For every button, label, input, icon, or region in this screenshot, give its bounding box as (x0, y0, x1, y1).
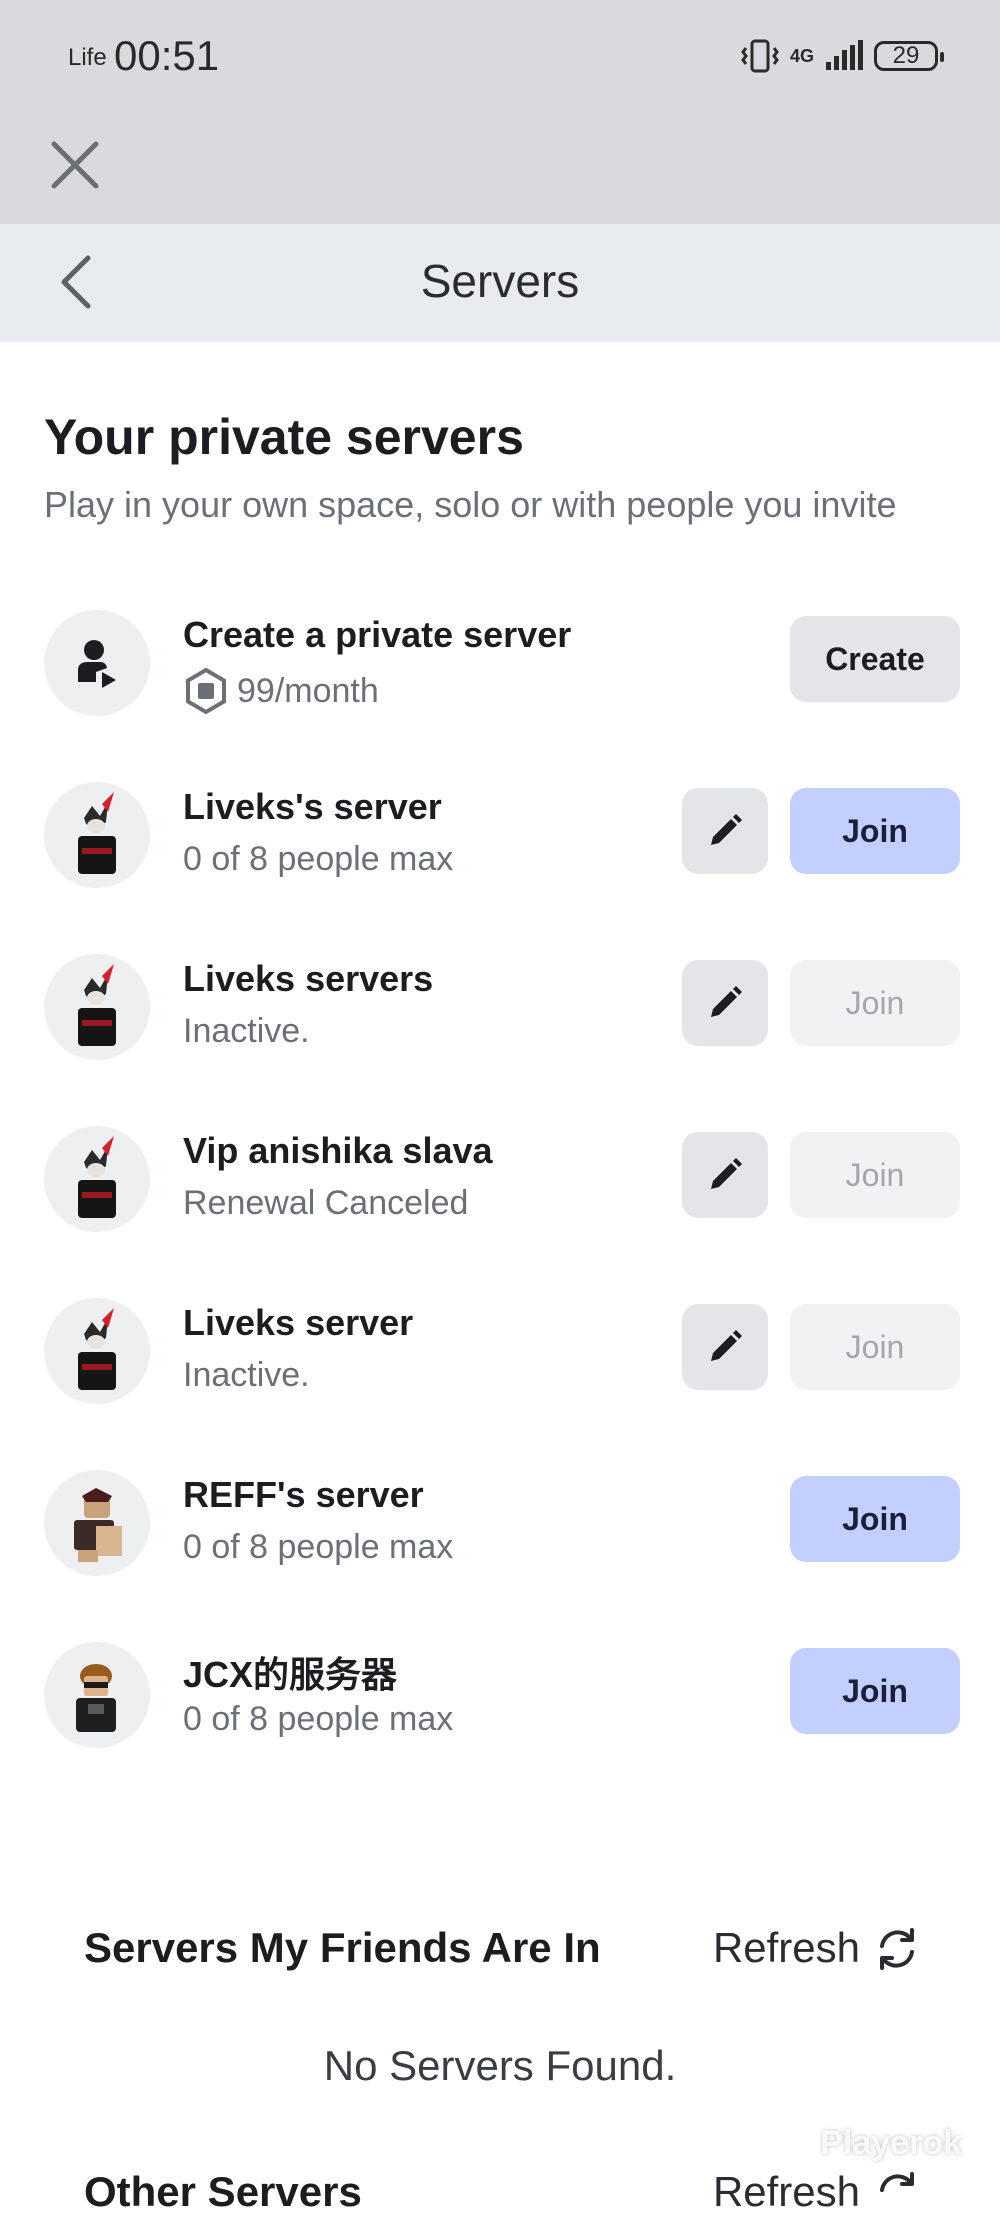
server-name: REFF's server (183, 1474, 424, 1515)
server-avatar (44, 1470, 150, 1576)
server-name: JCX的服务器 (183, 1654, 398, 1695)
join-button[interactable]: Join (790, 960, 960, 1046)
private-servers-heading: Your private servers (44, 409, 524, 465)
server-name: Liveks server (183, 1302, 414, 1343)
server-avatar (44, 1298, 150, 1404)
server-row: Liveks servers Inactive. Join (0, 948, 1000, 1068)
no-servers-message: No Servers Found. (323, 2042, 677, 2089)
refresh-icon[interactable] (874, 2170, 920, 2216)
pencil-icon (711, 1158, 742, 1189)
server-avatar (44, 954, 150, 1060)
join-button[interactable]: Join (790, 1132, 960, 1218)
nav-bar: Servers (0, 224, 1000, 342)
other-refresh-button[interactable]: Refresh (712, 2168, 860, 2215)
server-status: Renewal Canceled (183, 1184, 469, 1222)
server-status: Inactive. (183, 1012, 310, 1050)
avatar-image (76, 1664, 116, 1732)
back-arrow-icon[interactable] (50, 252, 110, 312)
page-title: Servers (420, 255, 580, 307)
system-icons: 4G 29 (740, 38, 944, 74)
create-server-price: 99/month (183, 668, 379, 714)
network-type-label: 4G (789, 45, 814, 66)
avatar-image (78, 1308, 116, 1390)
server-status: 0 of 8 people max (183, 1700, 454, 1738)
close-icon[interactable] (48, 138, 102, 192)
edit-server-button[interactable] (682, 960, 768, 1046)
edit-server-button[interactable] (682, 788, 768, 874)
status-clock: 00:51 (114, 32, 220, 79)
edit-server-button[interactable] (682, 1132, 768, 1218)
robux-icon (186, 668, 226, 714)
join-button[interactable]: Join (790, 1476, 960, 1562)
server-avatar (44, 1642, 150, 1748)
pencil-icon (711, 1330, 742, 1361)
server-avatar (44, 1126, 150, 1232)
server-row: Liveks server Inactive. Join (0, 1292, 1000, 1412)
watermark-logo: Playerok (820, 2124, 962, 2162)
vibrate-icon (741, 39, 779, 73)
refresh-icon[interactable] (874, 1926, 920, 1972)
status-bar: Life 00:51 4G 29 (0, 0, 1000, 224)
pencil-icon (711, 986, 742, 1017)
server-status: 0 of 8 people max (183, 840, 454, 878)
avatar-image (78, 964, 116, 1046)
create-server-avatar (44, 610, 150, 716)
join-button[interactable]: Join (790, 1648, 960, 1734)
friends-refresh-button[interactable]: Refresh (712, 1924, 860, 1971)
battery-level: 29 (892, 42, 920, 69)
private-servers-subtitle: Play in your own space, solo or with peo… (44, 484, 897, 525)
battery-icon: 29 (874, 41, 944, 71)
server-avatar (44, 782, 150, 888)
server-status: Inactive. (183, 1356, 310, 1394)
server-row: REFF's server 0 of 8 people max Join (0, 1464, 1000, 1584)
server-row: Vip anishika slava Renewal Canceled Join (0, 1120, 1000, 1240)
carrier-label: Life (68, 44, 107, 71)
avatar-image (78, 1136, 116, 1218)
create-server-row: Create a private server 99/month Create (0, 604, 1000, 724)
signal-icon (826, 40, 863, 70)
price-value: 99/month (237, 671, 379, 710)
pencil-icon (711, 814, 742, 845)
server-row: JCX的服务器 0 of 8 people max Join (0, 1636, 1000, 1756)
avatar-image (74, 1488, 122, 1562)
server-status: 0 of 8 people max (183, 1528, 454, 1566)
server-name: Vip anishika slava (183, 1130, 493, 1171)
person-play-icon (78, 640, 116, 688)
other-servers-heading: Other Servers (84, 2168, 362, 2215)
friends-servers-heading: Servers My Friends Are In (84, 1924, 601, 1971)
join-button[interactable]: Join (790, 1304, 960, 1390)
server-name: Liveks servers (183, 958, 434, 999)
server-row: Liveks's server 0 of 8 people max Join (0, 776, 1000, 896)
avatar-image (78, 792, 116, 874)
create-server-label: Create a private server (183, 614, 572, 655)
edit-server-button[interactable] (682, 1304, 768, 1390)
server-name: Liveks's server (183, 786, 442, 827)
create-server-button[interactable]: Create (790, 616, 960, 702)
join-button[interactable]: Join (790, 788, 960, 874)
